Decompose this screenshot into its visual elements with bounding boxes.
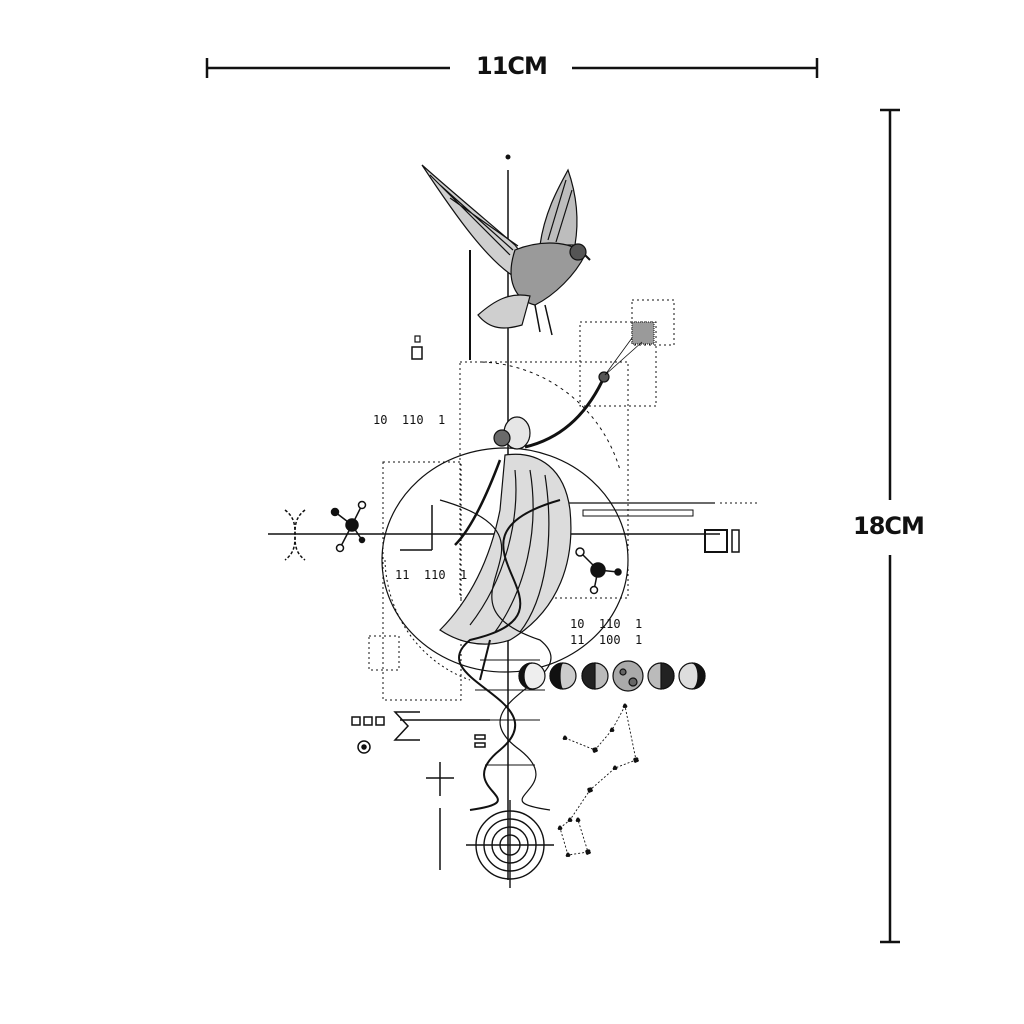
constellation-icon [557,703,639,858]
small-rect-icon [411,346,423,360]
symbols-left [351,711,486,870]
small-dna-icon [284,509,306,561]
falcon-illustration [421,164,591,336]
tiny-rect-icon [414,335,421,343]
bar-right [582,509,694,517]
axis-dot [505,154,511,160]
ring-icon [357,740,371,754]
square-icon [704,529,728,553]
slim-rect-icon [731,529,740,553]
goddess-illustration [439,337,643,681]
dotted-circle-arc [384,559,471,681]
square-3 [375,716,385,726]
binary-text-right-2: 11 100 1 [570,633,643,647]
molecule-icon-right [575,547,622,595]
dotted-square-left [368,635,400,671]
sigma-icon [393,711,420,741]
binary-text-right-1: 10 110 1 [570,617,643,631]
height-label: 18CM [845,512,932,540]
square-2 [363,716,373,726]
large-circle [381,447,629,673]
moon-phase-icon [518,660,706,692]
dotted-arc [481,361,621,471]
binary-text-middle-left: 11 110 1 [395,568,468,582]
target-icon [466,800,554,888]
width-label: 11CM [468,52,555,80]
dotted-frame-center [459,361,629,599]
molecule-icon [330,500,367,553]
dotted-frame-left [382,461,462,701]
shaded-square [631,321,655,345]
square-1 [351,716,361,726]
binary-text-upper-left: 10 110 1 [373,413,446,427]
